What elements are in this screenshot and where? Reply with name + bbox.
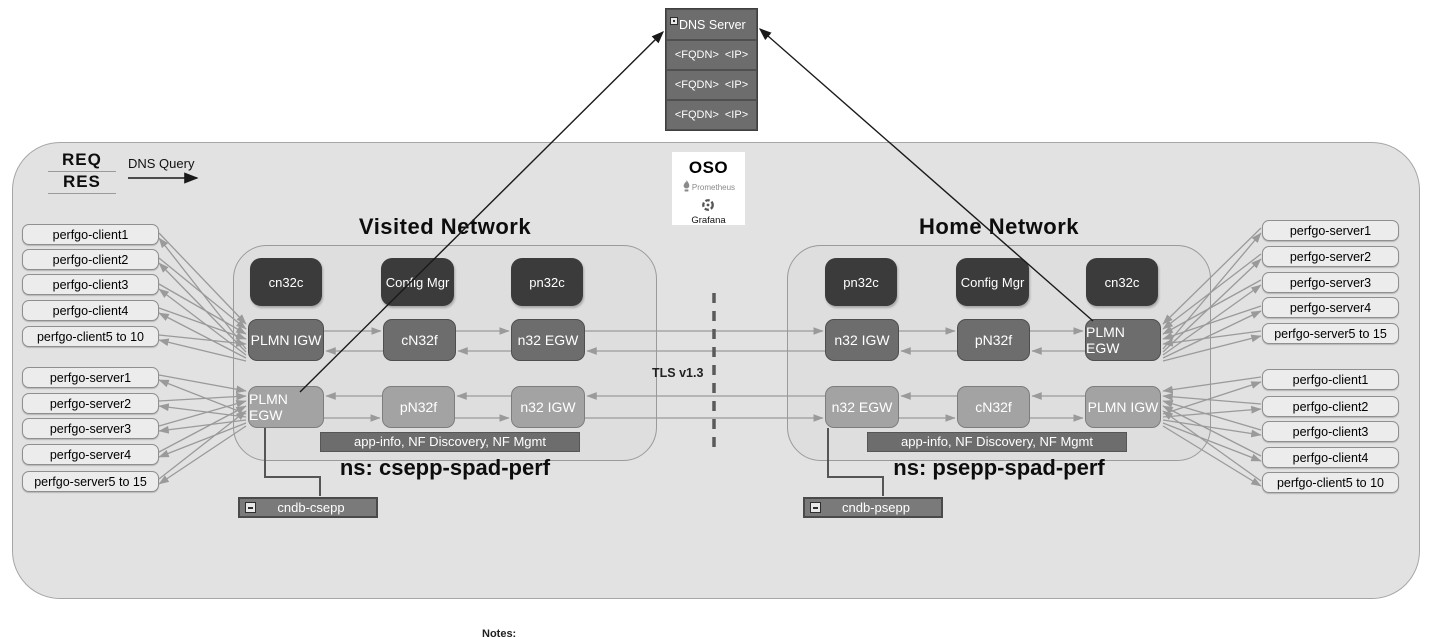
vn-node-n32-egw: n32 EGW	[511, 319, 585, 361]
perfgo-box: perfgo-client5 to 10	[1262, 472, 1399, 493]
vn-node-plmn-egw: PLMN EGW	[248, 386, 324, 428]
oso-box: OSO Prometheus Grafana	[672, 152, 745, 226]
perfgo-box: perfgo-client4	[1262, 447, 1399, 468]
perfgo-box: perfgo-client1	[22, 224, 159, 245]
perfgo-box: perfgo-server2	[22, 393, 159, 414]
legend: REQ RES	[48, 150, 116, 194]
perfgo-box: perfgo-server4	[22, 444, 159, 465]
perfgo-box: perfgo-client3	[1262, 421, 1399, 442]
dns-server-title: DNS Server	[679, 17, 746, 32]
vn-service-bar: app-info, NF Discovery, NF Mgmt	[320, 432, 580, 452]
perfgo-box: perfgo-server3	[22, 418, 159, 439]
vn-node-pn32c: pn32c	[511, 258, 583, 306]
dns-record-row: <FQDN><IP>	[667, 41, 756, 69]
vn-node-pn32f: pN32f	[382, 386, 455, 428]
vn-node-config-mgr: Config Mgr	[381, 258, 454, 306]
vn-node-cn32f: cN32f	[383, 319, 456, 361]
hn-database-label: cndb-psepp	[842, 500, 910, 515]
res-label: RES	[48, 172, 116, 194]
hn-node-n32-igw: n32 IGW	[825, 319, 899, 361]
prometheus-label: Prometheus	[691, 182, 736, 192]
vn-database-label: cndb-csepp	[277, 500, 345, 515]
collapse-icon	[245, 502, 256, 513]
vn-node-plmn-igw: PLMN IGW	[248, 319, 324, 361]
dns-record-row: <FQDN><IP>	[667, 101, 756, 129]
hn-node-plmn-igw: PLMN IGW	[1085, 386, 1161, 428]
perfgo-box: perfgo-server5 to 15	[22, 471, 159, 492]
hn-namespace-label: ns: psepp-spad-perf	[893, 455, 1105, 480]
perfgo-box: perfgo-client2	[22, 249, 159, 270]
collapse-icon	[810, 502, 821, 513]
perfgo-box: perfgo-server1	[22, 367, 159, 388]
perfgo-box: perfgo-client4	[22, 300, 159, 321]
visited-network-title: Visited Network	[358, 214, 532, 239]
vn-node-n32-igw: n32 IGW	[511, 386, 585, 428]
dns-record-list: <FQDN><IP><FQDN><IP><FQDN><IP>	[667, 41, 756, 129]
dns-server-header: DNS Server	[667, 10, 756, 39]
dns-query-label: DNS Query	[128, 156, 195, 171]
hn-node-cn32c: cn32c	[1086, 258, 1158, 306]
vn-database-box: cndb-csepp	[238, 497, 378, 518]
perfgo-box: perfgo-client5 to 10	[22, 326, 159, 347]
perfgo-box: perfgo-client2	[1262, 396, 1399, 417]
perfgo-box: perfgo-server2	[1262, 246, 1399, 267]
perfgo-box: perfgo-client1	[1262, 369, 1399, 390]
notes-label: Notes:	[482, 628, 517, 637]
perfgo-box: perfgo-server5 to 15	[1262, 323, 1399, 344]
oso-title: OSO	[688, 158, 729, 177]
grafana-icon	[701, 198, 715, 215]
perfgo-box: perfgo-server1	[1262, 220, 1399, 241]
hn-node-cn32f: cN32f	[957, 386, 1030, 428]
home-network-title: Home Network	[918, 214, 1080, 239]
hn-node-config-mgr: Config Mgr	[956, 258, 1029, 306]
collapse-icon	[670, 16, 678, 25]
grafana-label: Grafana	[691, 215, 726, 226]
hn-service-bar: app-info, NF Discovery, NF Mgmt	[867, 432, 1127, 452]
dns-record-row: <FQDN><IP>	[667, 71, 756, 99]
hn-node-pn32f: pN32f	[957, 319, 1030, 361]
req-label: REQ	[48, 150, 116, 172]
prometheus-icon	[682, 180, 691, 194]
perfgo-box: perfgo-client3	[22, 274, 159, 295]
hn-database-box: cndb-psepp	[803, 497, 943, 518]
hn-node-pn32c: pn32c	[825, 258, 897, 306]
perfgo-box: perfgo-server4	[1262, 297, 1399, 318]
hn-node-plmn-egw: PLMN EGW	[1085, 319, 1161, 361]
hn-node-n32-egw: n32 EGW	[825, 386, 899, 428]
perfgo-box: perfgo-server3	[1262, 272, 1399, 293]
tls-version-label: TLS v1.3	[652, 366, 704, 380]
vn-namespace-label: ns: csepp-spad-perf	[339, 455, 551, 480]
dns-server-box: DNS Server <FQDN><IP><FQDN><IP><FQDN><IP…	[665, 8, 758, 131]
vn-node-cn32c: cn32c	[250, 258, 322, 306]
